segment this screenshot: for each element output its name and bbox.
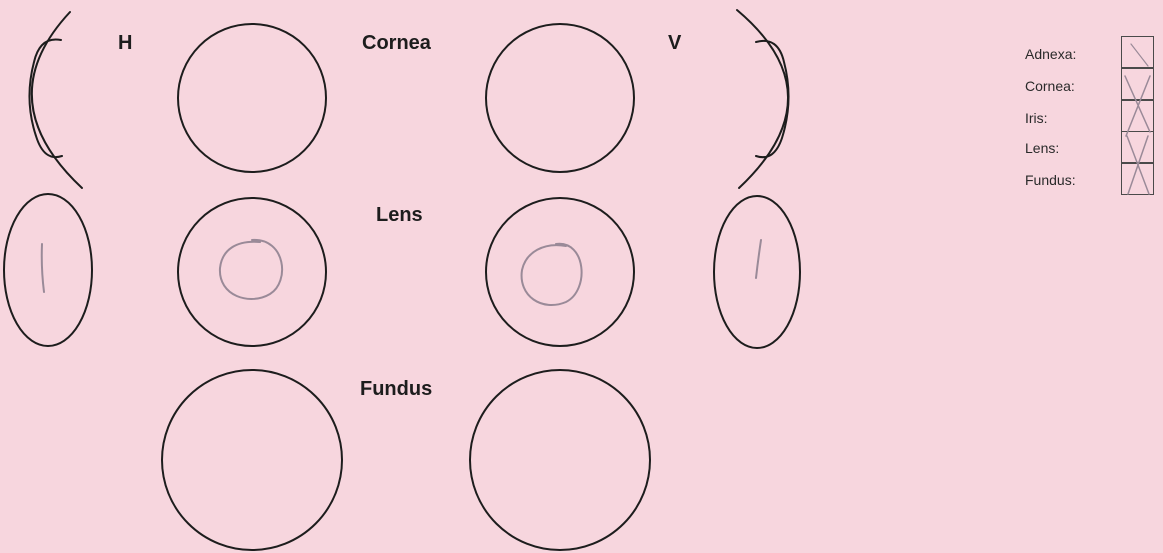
right-cornea-circle[interactable] xyxy=(486,24,634,172)
cornea-heading: Cornea xyxy=(362,32,431,55)
checklist-label-fundus: Fundus: xyxy=(1025,172,1076,188)
right-fundus-circle[interactable] xyxy=(470,370,650,550)
right-lens-side-pencil-mark xyxy=(756,240,761,278)
checklist-label-iris: Iris: xyxy=(1025,110,1048,126)
right-lens-pencil-circle xyxy=(522,244,582,305)
checklist-pencil-cross-marks xyxy=(1121,36,1154,196)
left-fundus-circle[interactable] xyxy=(162,370,342,550)
vertical-label: V xyxy=(668,32,681,55)
right-cornea-profile xyxy=(737,10,789,188)
lens-heading: Lens xyxy=(376,204,423,227)
checklist-label-adnexa: Adnexa: xyxy=(1025,46,1076,62)
left-cornea-circle[interactable] xyxy=(178,24,326,172)
left-lens-side-pencil-mark xyxy=(42,244,44,292)
left-lens-circle[interactable] xyxy=(178,198,326,346)
checklist-label-lens: Lens: xyxy=(1025,140,1059,156)
right-lens-circle[interactable] xyxy=(486,198,634,346)
left-lens-side-ellipse[interactable] xyxy=(4,194,92,346)
checklist-label-cornea: Cornea: xyxy=(1025,78,1075,94)
left-lens-pencil-circle xyxy=(220,240,282,299)
fundus-heading: Fundus xyxy=(360,378,432,401)
left-cornea-profile xyxy=(29,12,82,188)
horizontal-label: H xyxy=(118,32,132,55)
